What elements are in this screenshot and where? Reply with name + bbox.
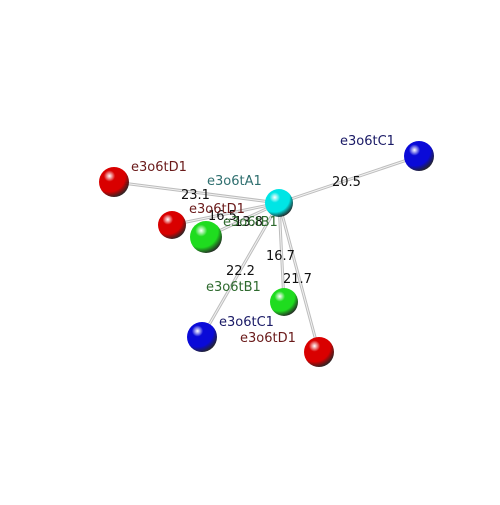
atom-label: e3o6tD1 — [240, 331, 296, 346]
distance-label: 21.7 — [283, 272, 312, 287]
atom-label: e3o6tC1 — [340, 134, 395, 149]
bonds-layer — [112, 154, 421, 354]
atom-label: e3o6tD1 — [131, 160, 187, 175]
atom-label: e3o6tB1 — [223, 215, 278, 230]
bond-highlight — [278, 202, 320, 353]
distance-label: 22.2 — [226, 264, 255, 279]
bond-highlight — [171, 202, 280, 226]
distance-label: 16.7 — [266, 249, 295, 264]
atom-label: e3o6tB1 — [206, 280, 261, 295]
distance-labels: 20.5 23.1 16.513.8 16.7 22.2 21.7 — [181, 175, 361, 287]
bond-highlight — [278, 155, 420, 204]
bond-highlight — [201, 202, 280, 338]
distance-label: 20.5 — [332, 175, 361, 190]
atom-c1-bottom[interactable] — [187, 322, 217, 352]
atom-d1-mid[interactable] — [158, 211, 186, 239]
atom-label: e3o6tC1 — [219, 315, 274, 330]
atom-labels: e3o6tA1e3o6tC1e3o6tD1e3o6tD1e3o6tB1e3o6t… — [131, 134, 395, 346]
atom-d1-bottom[interactable] — [304, 337, 334, 367]
atom-center[interactable] — [265, 189, 293, 217]
atom-label: e3o6tA1 — [207, 174, 262, 189]
atom-c1-right[interactable] — [404, 141, 434, 171]
distance-label: 13.8 — [234, 215, 263, 230]
atom-d1-left[interactable] — [99, 167, 129, 197]
atom-label: e3o6tD1 — [189, 202, 245, 217]
atom-b1-upper[interactable] — [190, 221, 222, 253]
bond-highlight — [278, 202, 285, 303]
atom-b1-lower[interactable] — [270, 288, 298, 316]
distance-label: 23.1 — [181, 188, 210, 203]
distance-label: 16.5 — [208, 209, 237, 224]
bond-highlight — [113, 181, 280, 204]
atoms-layer — [99, 141, 434, 367]
